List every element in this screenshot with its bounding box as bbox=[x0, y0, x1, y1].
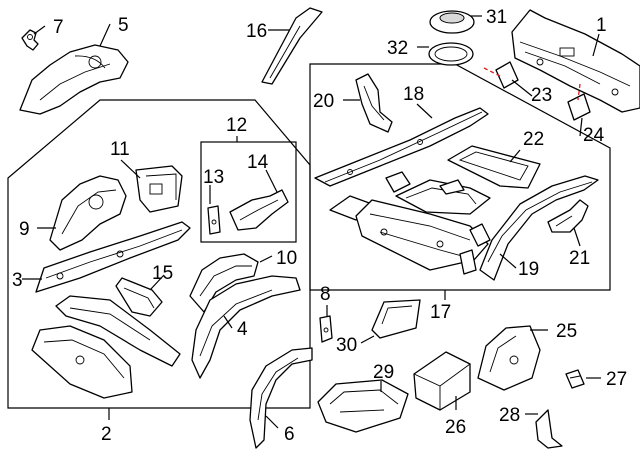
group-12-outline bbox=[200, 141, 297, 243]
callout-9: 9 bbox=[19, 219, 30, 240]
part-2-floor-rail bbox=[55, 295, 181, 367]
callout-14: 14 bbox=[247, 152, 269, 173]
part-8-bracket bbox=[319, 315, 333, 343]
part-24-patch bbox=[567, 83, 591, 121]
callout-5: 5 bbox=[118, 15, 129, 36]
callout-23: 23 bbox=[531, 85, 552, 106]
part-22-floor-panel bbox=[447, 145, 541, 189]
part-25-trunk-side bbox=[477, 325, 541, 391]
part-14-bracket bbox=[229, 189, 289, 231]
callout-25: 25 bbox=[556, 321, 577, 342]
callout-12: 12 bbox=[226, 115, 247, 136]
callout-22: 22 bbox=[523, 129, 544, 150]
part-1-rear-panel bbox=[511, 9, 640, 113]
callout-15: 15 bbox=[152, 263, 173, 284]
part-31-plug bbox=[429, 10, 475, 34]
callout-1: 1 bbox=[596, 15, 607, 36]
part-26-trunk-box bbox=[413, 351, 471, 411]
callout-3: 3 bbox=[12, 270, 23, 291]
callout-32: 32 bbox=[387, 38, 408, 59]
callout-29: 29 bbox=[373, 362, 394, 383]
callout-2: 2 bbox=[101, 424, 112, 445]
callout-4: 4 bbox=[237, 319, 248, 340]
callout-16: 16 bbox=[246, 21, 267, 42]
part-11-bracket bbox=[135, 165, 183, 213]
part-29-spare-tub bbox=[317, 379, 409, 433]
callout-11: 11 bbox=[110, 139, 130, 160]
part-30-panel bbox=[371, 299, 421, 339]
part-28-bracket bbox=[535, 409, 563, 449]
part-5-wheelhouse-upper bbox=[19, 44, 129, 115]
callout-10: 10 bbox=[276, 248, 297, 269]
part-23-patch bbox=[483, 61, 519, 89]
part-6-wheel-liner bbox=[249, 347, 313, 449]
callout-20: 20 bbox=[313, 91, 334, 112]
part-19-long-rail bbox=[479, 175, 599, 281]
part-4-inner-panel bbox=[191, 275, 301, 379]
callout-8: 8 bbox=[320, 284, 331, 305]
callout-7: 7 bbox=[53, 17, 64, 38]
callout-21: 21 bbox=[569, 248, 590, 269]
part-3-rail bbox=[35, 221, 191, 293]
part-15-bracket bbox=[115, 277, 163, 317]
part-9-wheelhouse-inner bbox=[49, 175, 127, 251]
part-7-bracket bbox=[21, 29, 39, 51]
callout-30: 30 bbox=[336, 335, 357, 356]
callout-27: 27 bbox=[606, 369, 627, 390]
part-16-rail bbox=[261, 7, 323, 85]
callout-18: 18 bbox=[403, 84, 424, 105]
part-27-clip bbox=[565, 369, 585, 389]
part-21-bracket bbox=[547, 199, 589, 233]
part-18-side-rail bbox=[314, 107, 489, 187]
part-17-floor-assembly bbox=[329, 171, 491, 275]
leader-lines bbox=[22, 15, 601, 429]
callout-28: 28 bbox=[499, 405, 520, 426]
callout-6: 6 bbox=[284, 424, 295, 445]
callout-17: 17 bbox=[430, 302, 451, 323]
callout-13: 13 bbox=[203, 167, 224, 188]
part-2-lower-floor bbox=[31, 325, 133, 399]
callout-31: 31 bbox=[486, 7, 507, 28]
part-13-bracket bbox=[207, 205, 221, 235]
callout-19: 19 bbox=[518, 259, 539, 280]
part-32-grommet bbox=[428, 42, 474, 66]
callout-24: 24 bbox=[583, 125, 605, 146]
callout-26: 26 bbox=[445, 417, 466, 438]
part-20-bracket bbox=[355, 73, 393, 133]
